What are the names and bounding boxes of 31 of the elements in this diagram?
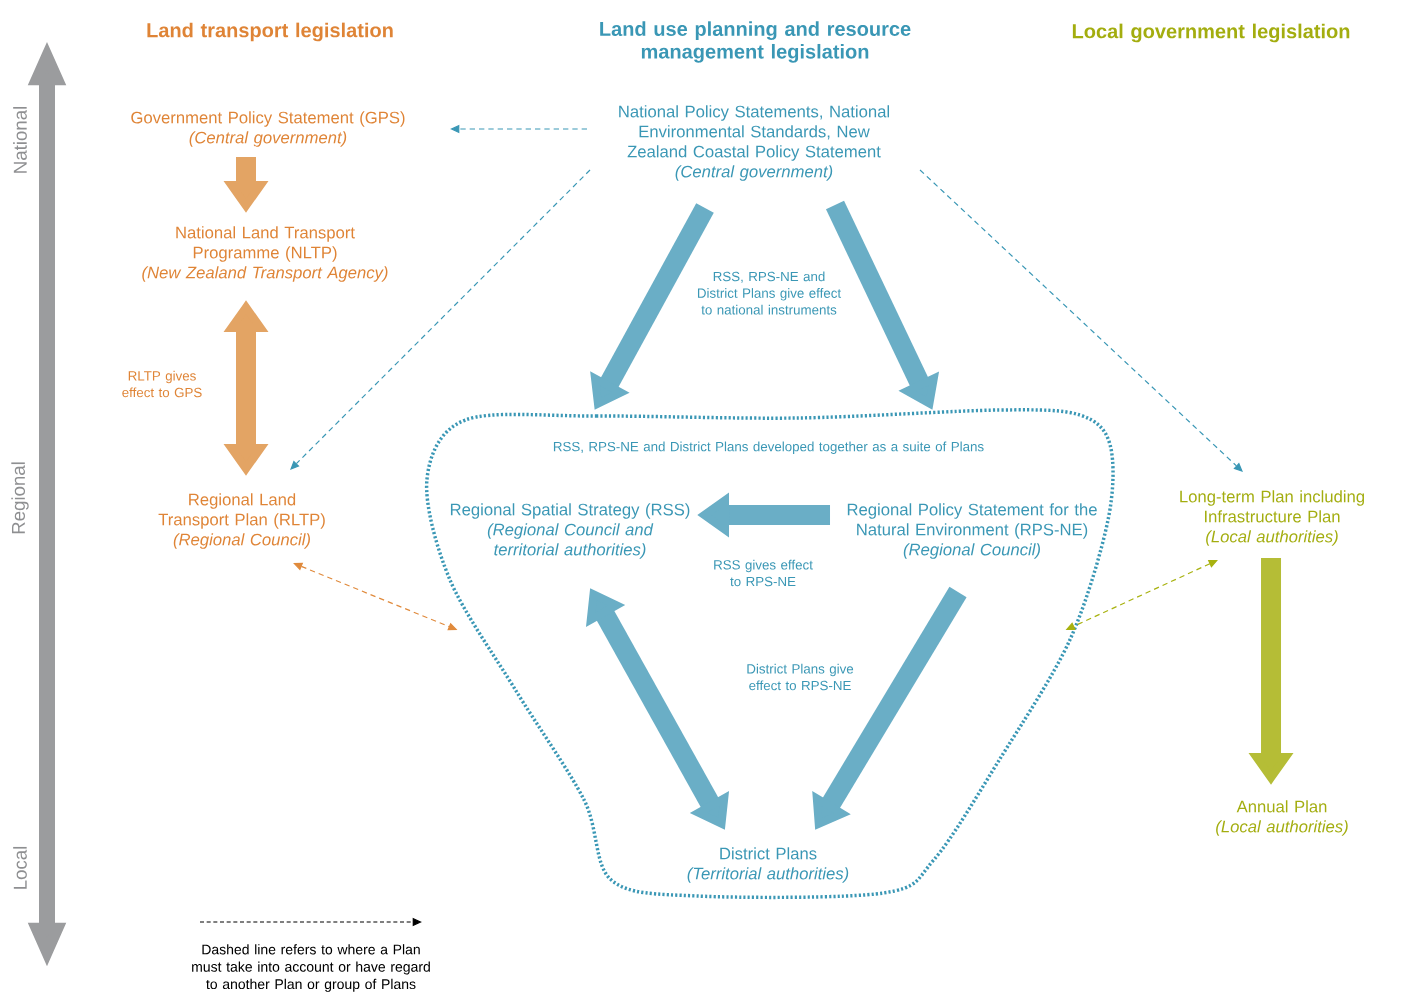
- scale-label: National: [13, 107, 27, 173]
- dashed-arrow: [290, 169, 591, 470]
- authority-label: (Local authorities): [1206, 530, 1338, 546]
- authority-label: (Central government): [675, 165, 833, 181]
- edge-label: District Plans give effect to RPS-NE: [747, 663, 854, 691]
- plan-title: Government Policy Statement (GPS): [131, 111, 405, 127]
- plan-title: Regional Land Transport Plan (RLTP): [158, 493, 325, 529]
- dashed-arrow: [919, 169, 1243, 472]
- authority-label: (Regional Council): [903, 543, 1040, 559]
- scale-label: Local: [13, 846, 27, 889]
- scale-label: Regional: [11, 462, 29, 534]
- authority-label: (Regional Council and territorial authorities): [487, 523, 654, 559]
- plan-title: National Policy Statements, National Environmental Standards, New Zealand Coastal Policy Statement: [619, 105, 890, 161]
- authority-label: (New Zealand Transport Agency): [142, 266, 388, 282]
- authority-label: (Regional Council): [173, 533, 310, 549]
- column-heading: Local government legislation: [1072, 23, 1350, 43]
- authority-label: (Central government): [189, 131, 347, 147]
- plan-title: Regional Spatial Strategy (RSS): [450, 503, 690, 519]
- plan-title: District Plans: [720, 847, 817, 860]
- legend-text: Dashed line refers to where a Plan must take into account or have regard to another Plan or group of Plans: [192, 944, 430, 992]
- plan-title: Regional Policy Statement for the Natural Environment (RPS-NE): [847, 503, 1097, 539]
- column-heading: Land transport legislation: [147, 22, 393, 42]
- group-note: RSS, RPS-NE and District Plans developed together as a suite of Plans: [553, 441, 984, 454]
- edge-label: RLTP gives effect to GPS: [122, 370, 202, 398]
- edge-label: RSS, RPS-NE and District Plans give effect to national instruments: [697, 271, 842, 315]
- plan-title: Annual Plan (Local authorities): [1216, 800, 1348, 836]
- authority-label: (Territorial authorities): [687, 867, 849, 883]
- column-heading: Land use planning and resource management legislation: [600, 21, 911, 63]
- plan-title: National Land Transport Programme (NLTP): [176, 226, 355, 262]
- edge-label: RSS gives effect to RPS-NE: [714, 559, 813, 587]
- plan-title: Long-term Plan including Infrastructure Plan: [1180, 490, 1364, 523]
